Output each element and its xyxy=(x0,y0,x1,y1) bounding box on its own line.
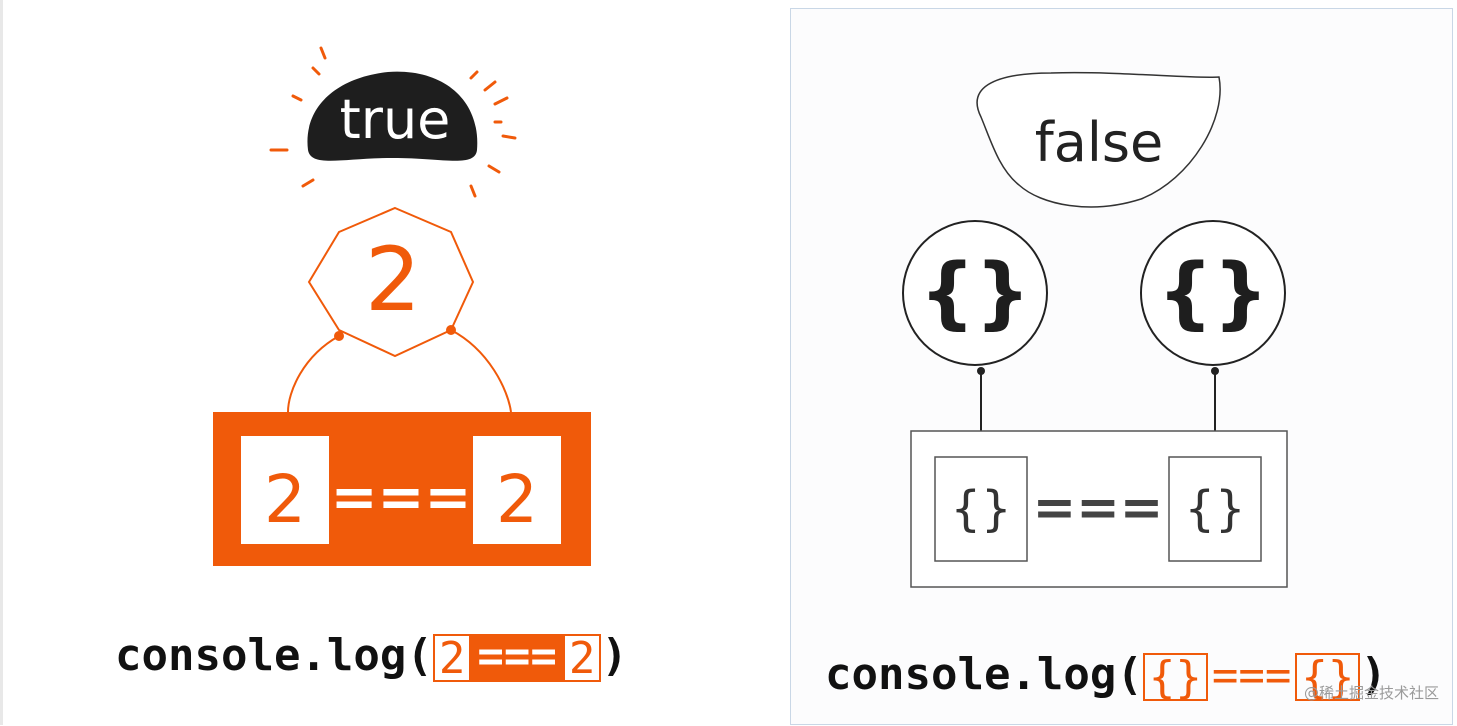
true-result-label: true xyxy=(340,88,451,151)
object-right-label: {} xyxy=(1157,248,1268,338)
code-arg-right: {} xyxy=(1295,653,1361,701)
true-result-blob xyxy=(307,71,478,161)
comparison-right-card xyxy=(473,436,561,544)
sparkle-rays xyxy=(269,46,517,198)
comparison-left-card xyxy=(934,456,1028,562)
comparison-operator: === xyxy=(331,465,472,530)
comparison-left-value: {} xyxy=(950,481,1011,537)
code-prefix: console.log( xyxy=(825,649,1143,700)
left-connector-dot xyxy=(334,331,344,341)
value-two-heptagon xyxy=(307,206,475,358)
code-arg-right: 2 xyxy=(562,634,602,682)
right-diagram: false {} {} {} === {} xyxy=(902,71,1288,588)
code-arg-operator: === xyxy=(1211,650,1292,701)
object-left-connector-dot xyxy=(977,367,985,375)
right-panel-false-example: false {} {} {} === {} console.log({}==={… xyxy=(790,8,1453,725)
left-diagram: true 2 2 === 2 xyxy=(213,46,591,566)
code-suffix: ) xyxy=(601,630,628,681)
left-code-line: console.log(2===2) xyxy=(115,628,628,684)
object-right-connector-dot xyxy=(1211,367,1219,375)
code-prefix: console.log( xyxy=(115,630,433,681)
object-left-circle xyxy=(902,220,1048,366)
value-two-label: 2 xyxy=(365,228,421,331)
left-panel-true-example: true 2 2 === 2 console.log(2===2) xyxy=(0,0,628,725)
comparison-right-value: 2 xyxy=(496,461,538,538)
right-connector-dot xyxy=(446,325,456,335)
comparison-right-card xyxy=(1168,456,1262,562)
object-left-label: {} xyxy=(919,248,1030,338)
false-result-blob xyxy=(976,71,1221,208)
comparison-operator: === xyxy=(1033,478,1164,538)
code-suffix: ) xyxy=(1360,649,1387,700)
watermark-label: @稀土掘金技术社区 xyxy=(1303,684,1439,702)
comparison-left-card xyxy=(241,436,329,544)
false-result-label: false xyxy=(1035,111,1163,174)
comparison-right-value: {} xyxy=(1184,481,1245,537)
code-arg-left: {} xyxy=(1142,653,1208,701)
object-right-circle xyxy=(1140,220,1286,366)
code-arg-operator: === xyxy=(471,634,563,682)
right-connector xyxy=(450,329,512,413)
left-connector xyxy=(287,335,340,413)
comparison-left-value: 2 xyxy=(264,461,306,538)
code-arg-left: 2 xyxy=(432,634,472,682)
right-code-line: console.log({}==={}) xyxy=(825,647,1387,703)
